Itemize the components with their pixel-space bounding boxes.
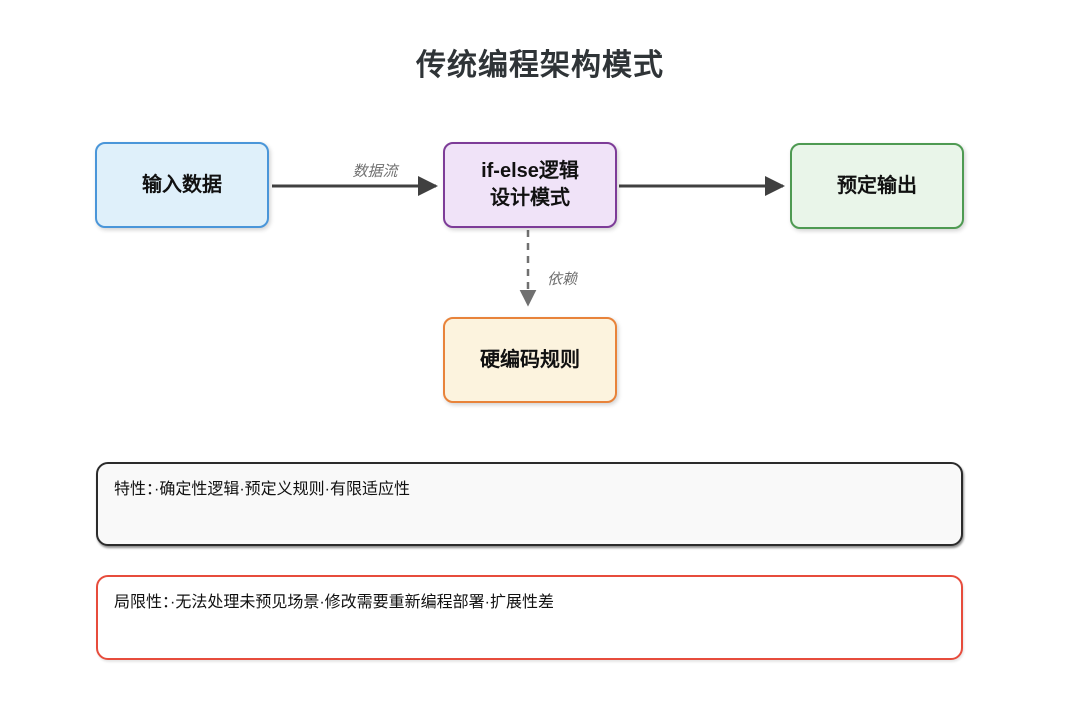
node-input-data: 输入数据: [95, 142, 269, 228]
node-label: 硬编码规则: [480, 348, 580, 371]
node-hardcoded-rules: 硬编码规则: [443, 317, 617, 403]
note-limitations-text: 局限性：·无法处理未预见场景·修改需要重新编程部署·扩展性差: [114, 594, 554, 611]
edge-label-dataflow: 数据流: [352, 163, 398, 180]
edge-label-dependency: 依赖: [547, 271, 578, 288]
note-limitations-box: 局限性：·无法处理未预见场景·修改需要重新编程部署·扩展性差: [96, 575, 963, 660]
node-label-line2: 设计模式: [490, 187, 570, 209]
note-features-box: 特性：·确定性逻辑·预定义规则·有限适应性: [96, 462, 963, 546]
diagram-title: 传统编程架构模式: [416, 49, 664, 82]
node-label: 预定输出: [837, 174, 917, 197]
node-label-line1: if-else逻辑: [481, 160, 579, 182]
node-if-else-logic: if-else逻辑 设计模式: [443, 142, 617, 228]
node-predefined-output: 预定输出: [790, 143, 964, 229]
note-features-text: 特性：·确定性逻辑·预定义规则·有限适应性: [114, 481, 410, 498]
node-label: 输入数据: [142, 173, 222, 196]
